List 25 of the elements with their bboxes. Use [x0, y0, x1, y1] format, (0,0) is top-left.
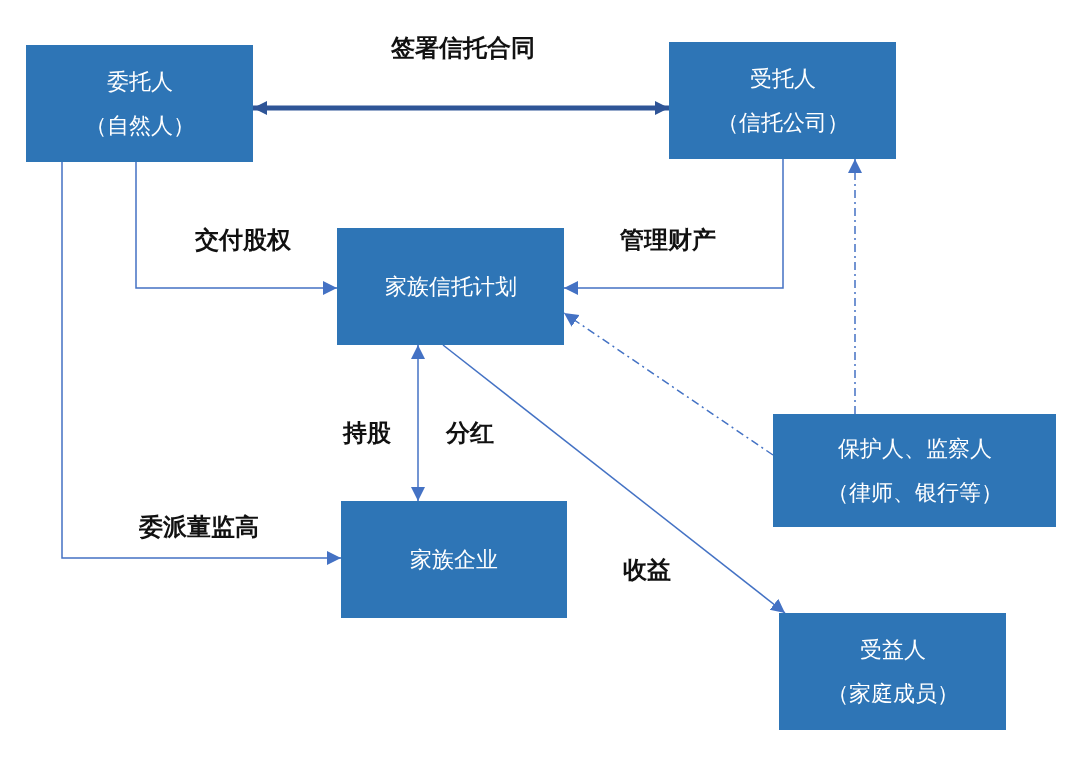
edge-label: 交付股权 [192, 224, 294, 256]
node-text: 委托人 [106, 67, 173, 96]
node-text: （自然人） [84, 111, 195, 140]
arrow [442, 344, 786, 614]
arrow [135, 161, 338, 295]
process-box [337, 228, 564, 345]
arrow [563, 312, 774, 456]
process-box [26, 45, 253, 162]
node-text: （家庭成员） [826, 679, 959, 708]
arrow [848, 158, 862, 415]
node-text: 家族信托计划 [384, 272, 517, 301]
process-box [773, 414, 1056, 527]
node-text: 受益人 [859, 635, 926, 664]
process-box [341, 501, 567, 618]
process-box [669, 42, 896, 159]
arrow [411, 344, 425, 502]
node-text: （律师、银行等） [826, 478, 1003, 507]
arrow [61, 161, 342, 565]
node-text: 保护人、监察人 [837, 434, 992, 463]
arrow [253, 101, 669, 115]
node-text: 受托人 [749, 64, 816, 93]
node-text: （信托公司） [716, 108, 849, 137]
process-box [779, 613, 1006, 730]
arrow [563, 158, 784, 295]
node-text: 家族企业 [410, 545, 498, 574]
